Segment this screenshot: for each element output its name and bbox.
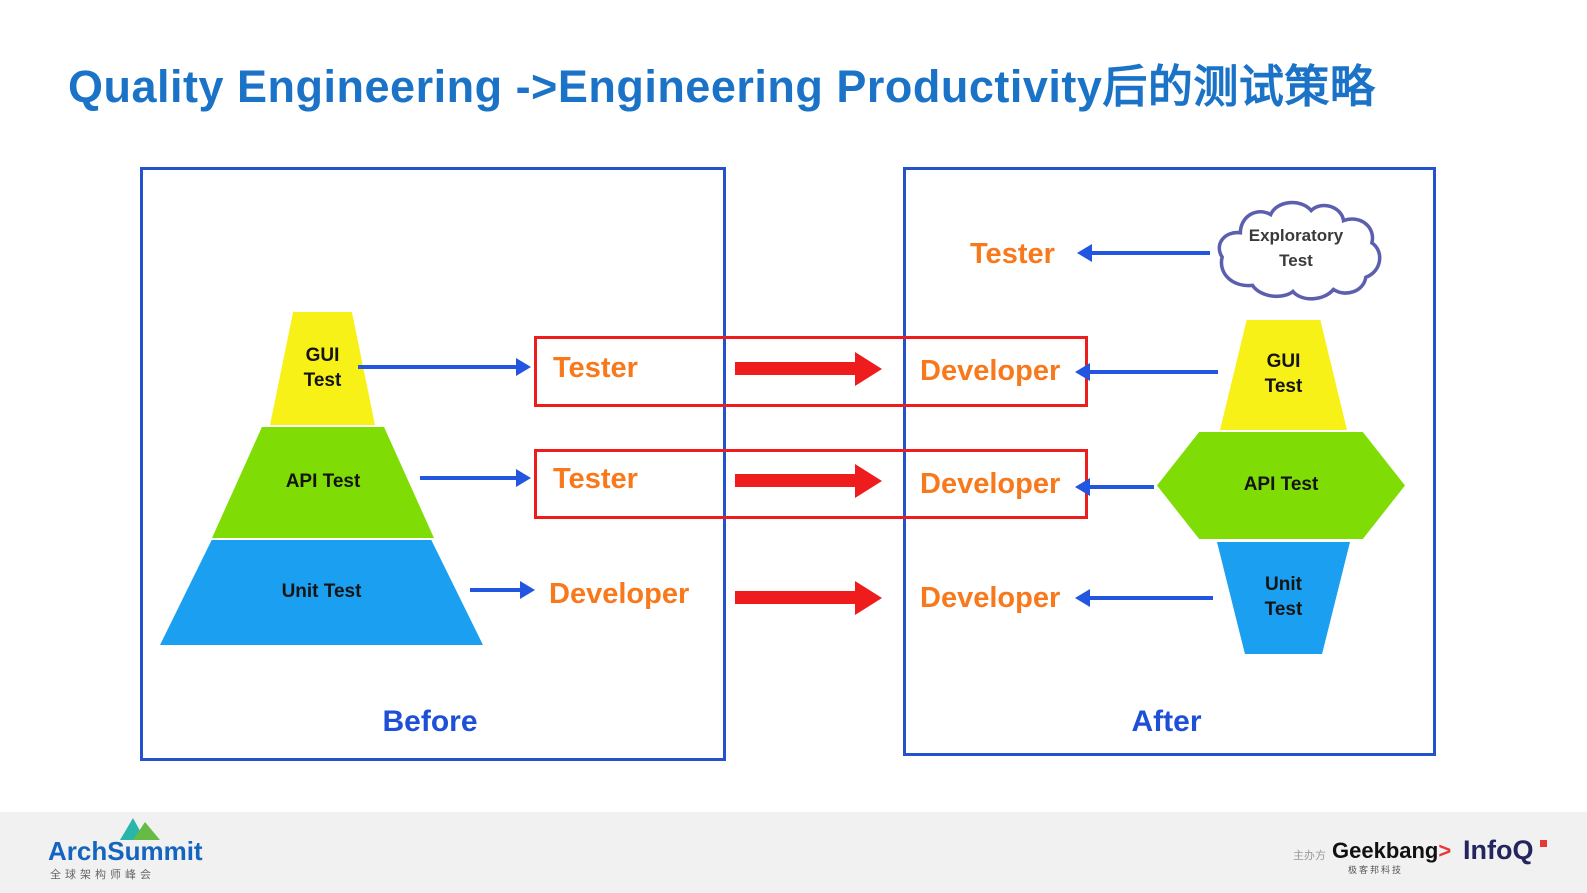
arrow-after-api-to-developer-icon (1090, 485, 1154, 489)
infoq-accent-icon (1540, 840, 1547, 847)
page-title: Quality Engineering ->Engineering Produc… (68, 61, 1376, 112)
cloud-icon (1217, 200, 1382, 301)
arrow-after-gui-to-developer-icon (1090, 370, 1218, 374)
exploratory-test-cloud: Exploratory Test (1210, 196, 1382, 308)
after-api-test-shape: API Test (1157, 432, 1405, 539)
row1-transition-arrow-icon (735, 362, 855, 375)
archsummit-logo: ArchSummit (48, 836, 203, 866)
before-caption: Before (382, 705, 478, 738)
footer-bar (0, 812, 1587, 893)
infoq-logo: InfoQ (1463, 835, 1534, 865)
row3-left-role: Developer (549, 578, 690, 610)
after-panel (903, 167, 1436, 756)
exploratory-test-label: Exploratory Test (1248, 226, 1344, 270)
row2-left-role: Tester (553, 463, 638, 495)
host-label: 主办方 (1293, 850, 1326, 862)
arrow-after-unit-to-developer-icon (1090, 596, 1213, 600)
arrow-api-to-tester-icon (420, 476, 516, 480)
row3-right-role: Developer (920, 582, 1061, 614)
arrow-cloud-to-tester-icon (1092, 251, 1210, 255)
archsummit-subtitle: 全球架构师峰会 (50, 869, 155, 881)
after-unit-test-shape: Unit Test (1217, 542, 1350, 654)
row2-right-role: Developer (920, 468, 1061, 500)
archsummit-mountain-icon (120, 818, 160, 840)
arrow-gui-to-tester-icon (358, 365, 516, 369)
after-tester-role: Tester (970, 238, 1055, 270)
row3-transition-arrow-icon (735, 591, 855, 604)
geekbang-logo: Geekbang> (1332, 838, 1451, 864)
row2-transition-arrow-icon (735, 474, 855, 487)
before-panel (140, 167, 726, 761)
row1-right-role: Developer (920, 355, 1061, 387)
row1-left-role: Tester (553, 352, 638, 384)
before-unit-test-shape: Unit Test (160, 540, 483, 645)
after-caption: After (1131, 705, 1202, 738)
arrow-unit-to-developer-icon (470, 588, 520, 592)
geekbang-arrow-icon: > (1438, 838, 1452, 863)
geekbang-subtitle: 极客邦科技 (1348, 865, 1404, 875)
geekbang-wordmark: Geekbang (1332, 838, 1439, 863)
